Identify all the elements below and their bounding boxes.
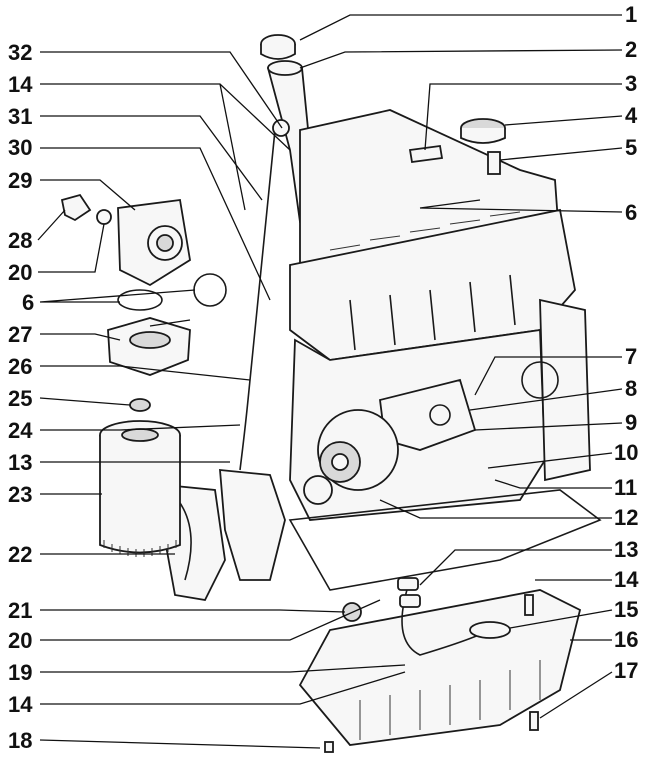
callout-14: 14 (614, 567, 639, 592)
callout-27: 27 (8, 322, 32, 347)
callout-1: 1 (625, 2, 637, 27)
callout-22: 22 (8, 542, 32, 567)
callout-6-b: 6 (22, 290, 34, 315)
callout-2: 2 (625, 37, 637, 62)
engine-drawing (60, 34, 602, 753)
callout-14-c: 14 (8, 692, 33, 717)
callout-13-b: 13 (8, 450, 32, 475)
callout-8: 8 (625, 376, 637, 401)
right-callouts: 1 2 3 4 5 6 7 8 9 10 11 12 13 14 15 16 1… (299, 2, 639, 719)
callout-4: 4 (625, 103, 638, 128)
callout-6: 6 (625, 200, 637, 225)
callout-12: 12 (614, 505, 638, 530)
callout-14-a: 14 (8, 72, 33, 97)
callout-24: 24 (8, 418, 33, 443)
callout-17: 17 (614, 658, 638, 683)
callout-7: 7 (625, 344, 637, 369)
callout-20-a: 20 (8, 260, 32, 285)
callout-32: 32 (8, 40, 32, 65)
callout-30: 30 (8, 135, 32, 160)
callout-11: 11 (614, 475, 637, 500)
callout-18: 18 (8, 728, 32, 753)
left-callouts: 32 14 31 30 29 28 20 6 27 26 25 24 13 23… (8, 40, 406, 753)
callout-15: 15 (614, 597, 638, 622)
callout-31: 31 (8, 104, 32, 129)
callout-5: 5 (625, 135, 637, 160)
callout-19: 19 (8, 660, 32, 685)
callout-25: 25 (8, 386, 32, 411)
callout-10: 10 (614, 440, 638, 465)
callout-26: 26 (8, 354, 32, 379)
callout-20-b: 20 (8, 628, 32, 653)
callout-3: 3 (625, 71, 637, 96)
callout-21: 21 (8, 598, 32, 623)
callout-13: 13 (614, 537, 638, 562)
callout-16: 16 (614, 627, 638, 652)
callout-9: 9 (625, 410, 637, 435)
callout-29: 29 (8, 168, 32, 193)
callout-28: 28 (8, 228, 32, 253)
callout-23: 23 (8, 482, 32, 507)
